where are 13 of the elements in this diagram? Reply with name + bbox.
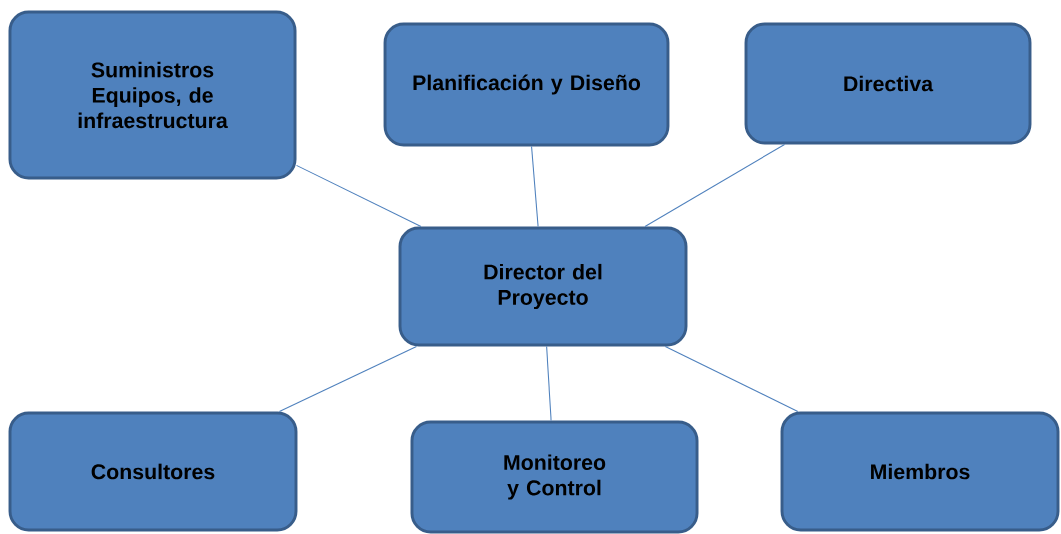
process-box: Consultores (8, 411, 298, 532)
connector-line (295, 164, 422, 228)
process-box: Suministros Equipos, de infraestructura (8, 10, 297, 180)
process-box: Planificación y Diseño (383, 22, 670, 147)
connector-line (644, 143, 786, 228)
connector-line (278, 345, 418, 413)
process-box: Monitoreo y Control (410, 420, 699, 534)
connector-line (664, 345, 799, 413)
connector-line (531, 145, 539, 228)
process-box: Directiva (744, 22, 1032, 145)
connector-line (546, 345, 552, 422)
process-box: Miembros (780, 411, 1060, 532)
process-box: Director del Proyecto (398, 226, 688, 347)
